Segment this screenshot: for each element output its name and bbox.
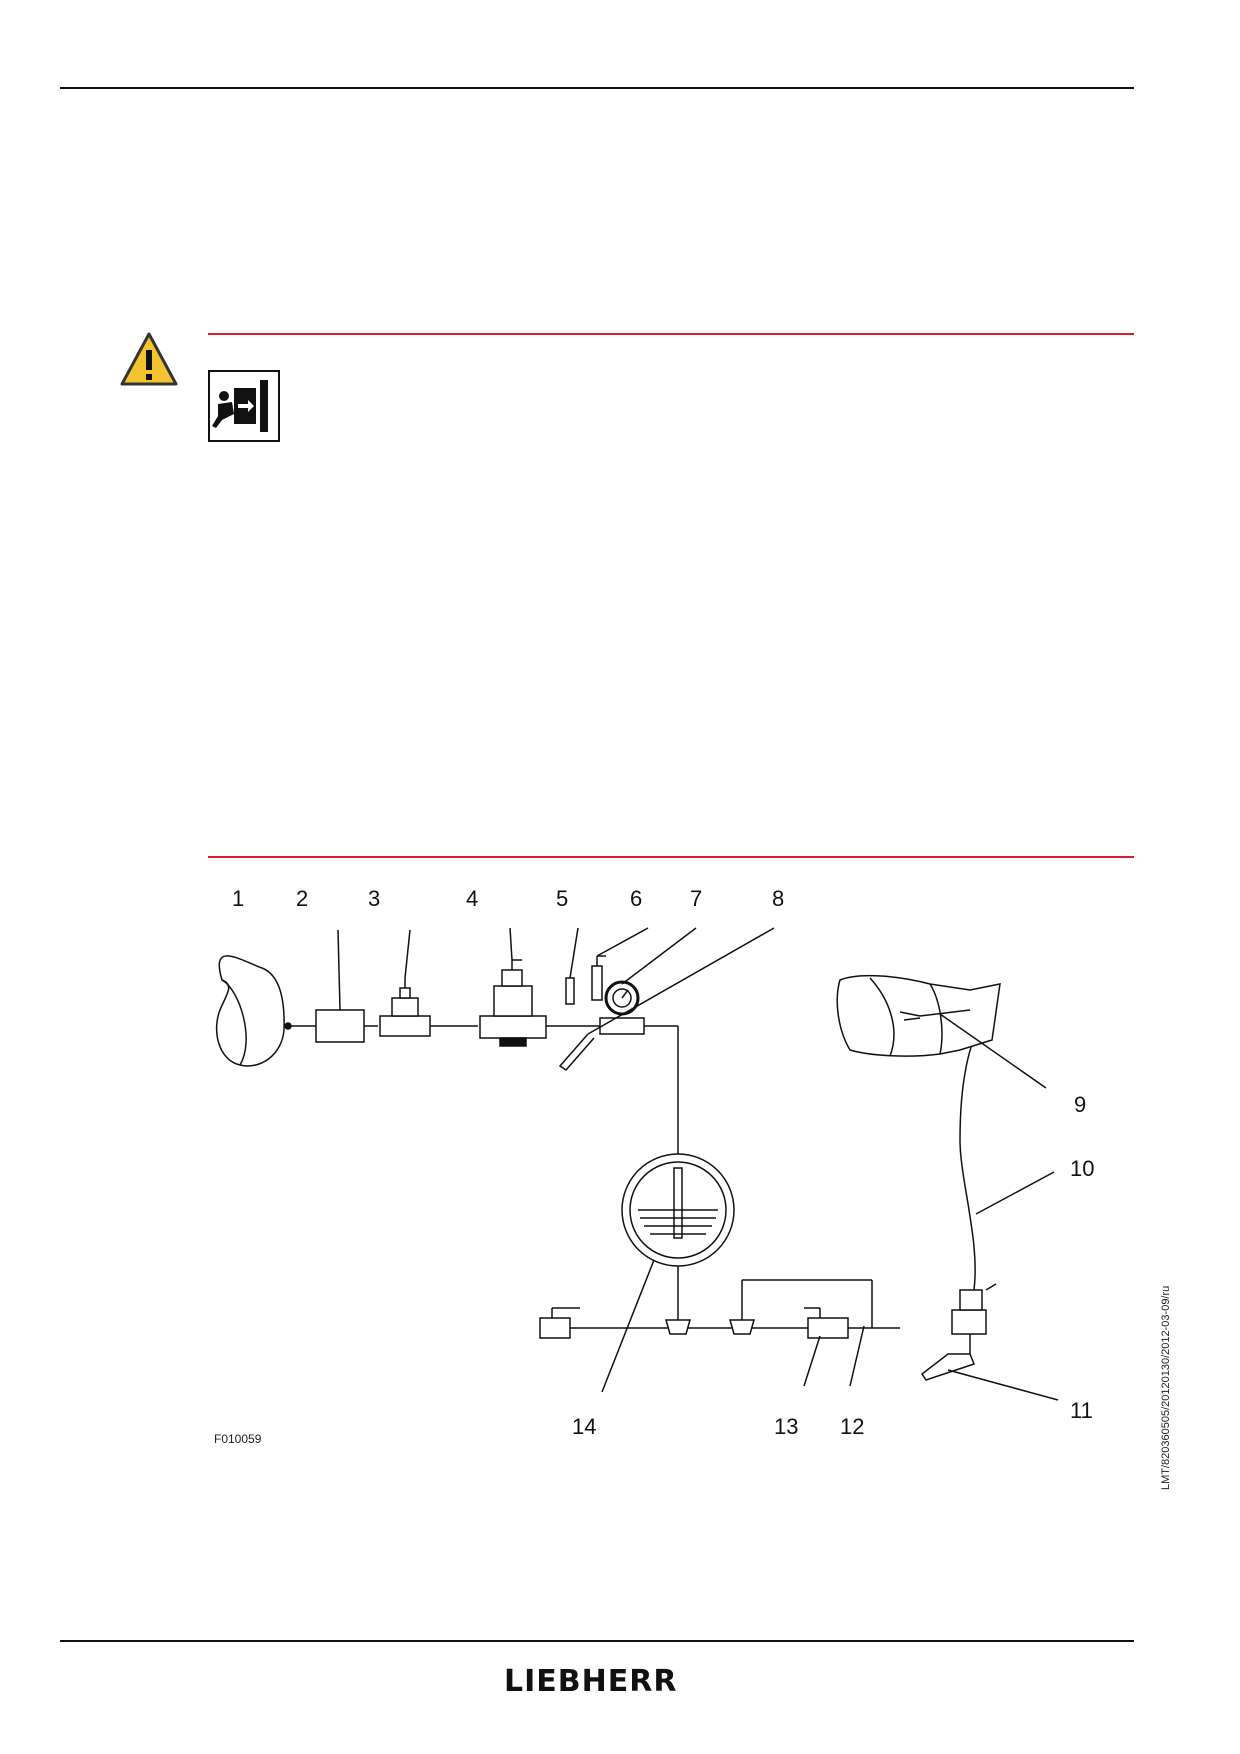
crush-hazard-icon [208,370,280,442]
top-rule [60,87,1134,89]
callout-11: 11 [1070,1398,1093,1423]
callout-6: 6 [630,886,643,911]
bottom-rule [60,1640,1134,1642]
callout-5: 5 [556,886,569,911]
mixer-drum [836,974,1001,1057]
gauge-assembly [558,955,645,1071]
callout-1: 1 [232,886,245,911]
callout-7: 7 [690,886,703,911]
warning-icon [118,330,180,390]
callout-13: 13 [774,1414,799,1439]
brand-logo: LIEBHERR [504,1664,678,1699]
callout-2: 2 [296,886,309,911]
pressure-reducer [479,959,547,1047]
callout-3: 3 [368,886,381,911]
callout-12: 12 [840,1414,865,1439]
spray-valve [920,1283,997,1381]
pressure-regulator [379,978,431,1037]
schematic-diagram [200,880,1100,1480]
warning-bottom-rule [208,856,1134,858]
document-side-code: LMT/820360505/20120130/2012-03-09/ru [1160,1285,1172,1490]
warning-top-rule [208,333,1134,335]
tank [215,955,285,1067]
callout-14: 14 [572,1414,597,1439]
callout-4: 4 [466,886,479,911]
filter-box [315,1009,365,1043]
callout-8: 8 [772,886,785,911]
callout-9: 9 [1074,1092,1087,1117]
water-tank [621,1153,735,1267]
figure-code: F010059 [214,1432,262,1446]
ball-valve [804,1307,849,1339]
hose [959,1029,981,1291]
drain-valve-left [539,1307,580,1339]
callout-10: 10 [1070,1156,1095,1181]
